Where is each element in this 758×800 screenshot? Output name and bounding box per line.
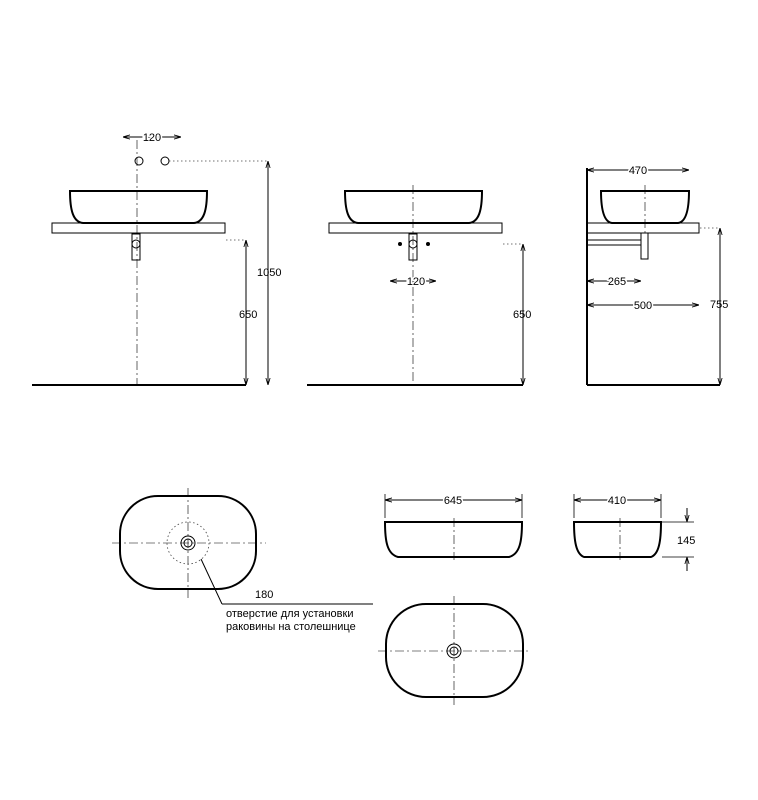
dim-label-counter-height: 650 bbox=[513, 309, 531, 321]
dim-label-basin-height: 145 bbox=[677, 535, 695, 547]
dim-label-total-height: 755 bbox=[710, 299, 728, 311]
drain-hole-outer bbox=[446, 643, 462, 659]
mounting-hole-outline bbox=[166, 521, 210, 565]
drain-pipe bbox=[131, 233, 141, 261]
front-view-left: 120 1050 650 bbox=[32, 131, 281, 386]
basin bbox=[383, 521, 524, 558]
dim-label-hole-diameter: 180 bbox=[255, 589, 273, 601]
drain-pipe bbox=[408, 233, 418, 261]
side-view: 470 265 500 755 bbox=[586, 164, 728, 386]
note-hole-line1: отверстие для установки bbox=[226, 608, 353, 620]
drain-fixing-left bbox=[398, 242, 402, 246]
front-view-middle: 120 650 bbox=[307, 185, 531, 386]
dim-label-tap-spacing: 120 bbox=[143, 132, 161, 144]
basin-outline bbox=[385, 603, 524, 698]
drain-pipe bbox=[640, 232, 649, 260]
dim-label-drain-spacing: 120 bbox=[407, 276, 425, 288]
dim-label-basin-width: 645 bbox=[444, 495, 462, 507]
drain-hole-inner bbox=[449, 646, 459, 656]
tap-hole-right bbox=[160, 156, 170, 166]
dim-label-counter-height: 650 bbox=[239, 309, 257, 321]
drain-fitting bbox=[131, 239, 141, 249]
drain-fixing-right bbox=[426, 242, 430, 246]
basin bbox=[343, 190, 484, 224]
tap-hole-left bbox=[134, 156, 144, 166]
drain-fitting bbox=[408, 239, 418, 249]
countertop bbox=[328, 222, 503, 234]
basin-front-view: 645 bbox=[383, 494, 524, 560]
basin-side-view: 410 145 bbox=[572, 494, 695, 571]
dim-label-total-height: 1050 bbox=[257, 267, 281, 279]
basin-plan-view bbox=[378, 596, 531, 705]
note-hole-line2: раковины на столешнице bbox=[226, 621, 356, 633]
basin bbox=[572, 521, 663, 558]
basin bbox=[68, 190, 209, 224]
countertop bbox=[586, 222, 700, 234]
drain-hole-inner bbox=[183, 538, 193, 548]
dim-label-basin-depth: 470 bbox=[629, 165, 647, 177]
dim-label-counter-depth: 500 bbox=[634, 300, 652, 312]
drain-hole-outer bbox=[180, 535, 196, 551]
leader-line bbox=[200, 558, 223, 605]
countertop bbox=[51, 222, 226, 234]
dim-label-basin-depth: 410 bbox=[608, 495, 626, 507]
dim-label-drain-offset: 265 bbox=[608, 276, 626, 288]
basin bbox=[599, 190, 691, 224]
plan-view: 180 отверстие для установки раковины на … bbox=[112, 488, 373, 633]
